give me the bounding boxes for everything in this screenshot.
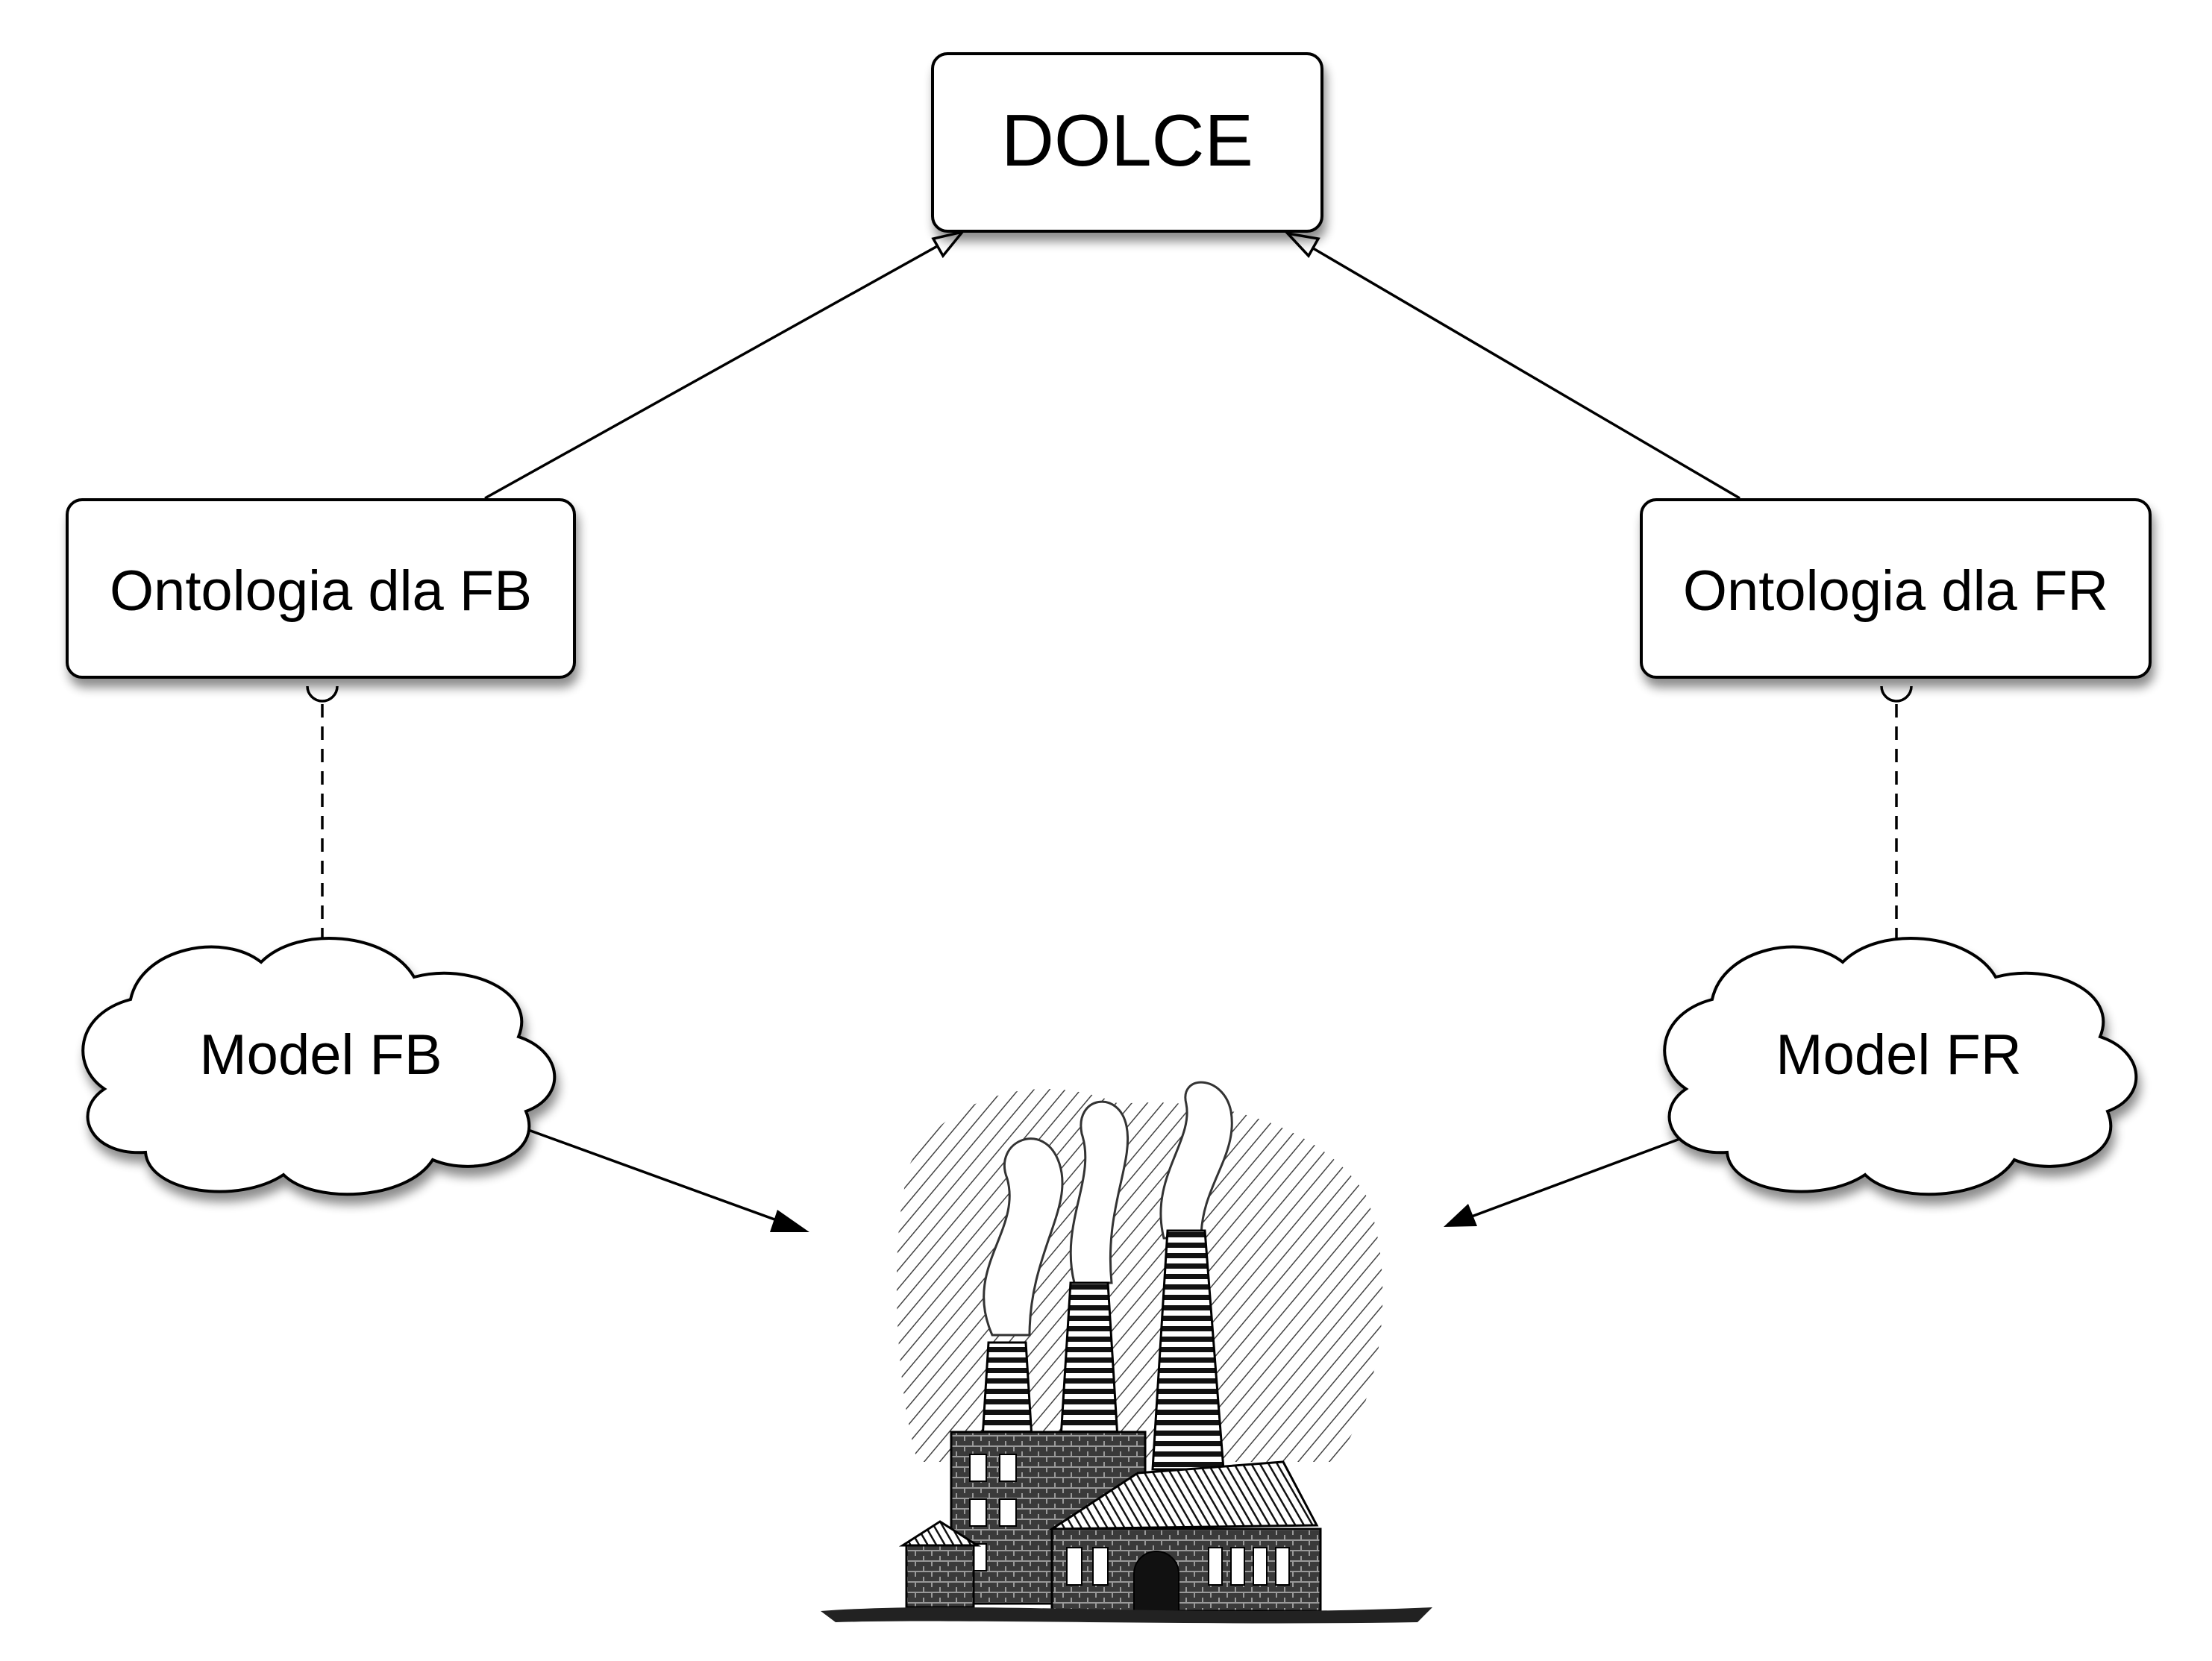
node-model-fr: Model FR <box>1663 937 2138 1196</box>
node-ontology-fr: Ontologia dla FR <box>1640 498 2152 679</box>
edge-model-fr-to-ontology-fr <box>1880 685 1913 941</box>
node-ontology-fb-label: Ontologia dla FB <box>110 559 532 623</box>
node-model-fb-label: Model FB <box>199 1023 442 1087</box>
node-model-fr-label: Model FR <box>1776 1023 2021 1087</box>
edge-model-fb-to-factory <box>521 1126 809 1232</box>
edge-model-fb-to-ontology-fb <box>306 685 339 941</box>
edge-fr-to-dolce <box>1284 231 1741 500</box>
node-ontology-fr-label: Ontologia dla FR <box>1683 559 2108 623</box>
node-ontology-fb: Ontologia dla FB <box>66 498 576 679</box>
edge-model-fr-to-factory <box>1444 1134 1691 1227</box>
node-dolce-label: DOLCE <box>1001 99 1253 181</box>
node-dolce: DOLCE <box>931 52 1323 233</box>
edge-fb-to-dolce <box>484 230 966 500</box>
node-model-fb: Model FB <box>81 937 557 1196</box>
factory-icon <box>821 1081 1432 1624</box>
